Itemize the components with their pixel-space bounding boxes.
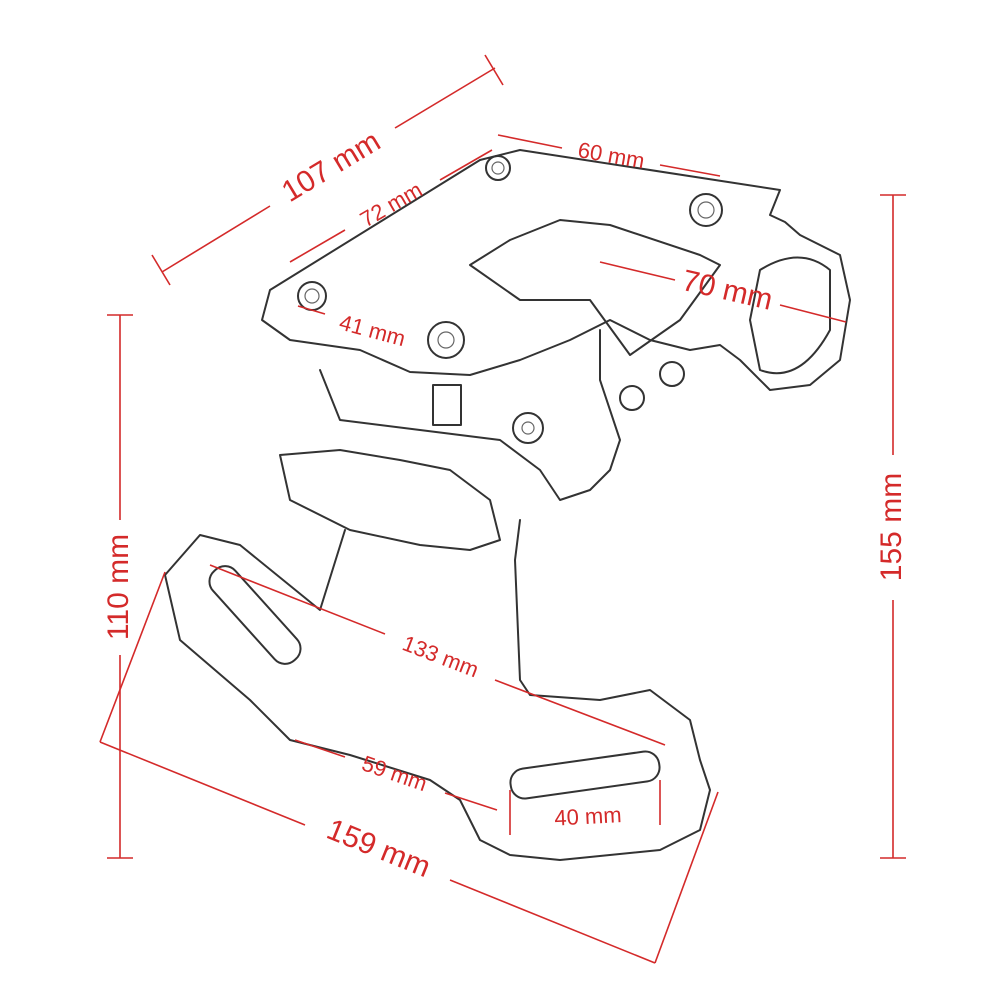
dimension-label-41: 41 mm xyxy=(337,310,408,352)
dimension-label-110: 110 mm xyxy=(102,534,135,640)
dimension-label-155: 155 mm xyxy=(875,473,908,581)
dimension-label-70: 70 mm xyxy=(679,264,776,317)
bracket-sketch xyxy=(164,149,851,861)
dimension-label-107: 107 mm xyxy=(276,125,386,209)
dimension-lines xyxy=(99,54,906,964)
dimension-label-72: 72 mm xyxy=(356,177,427,232)
dimension-label-60: 60 mm xyxy=(576,137,647,173)
nut-icons xyxy=(297,155,723,444)
dimension-label-159: 159 mm xyxy=(322,813,435,884)
dimension-labels: 107 mm 72 mm 60 mm 70 mm 41 mm 155 mm 11… xyxy=(102,125,908,885)
dimension-label-133: 133 mm xyxy=(399,631,482,683)
dimension-label-40: 40 mm xyxy=(554,802,622,830)
dimension-label-59: 59 mm xyxy=(359,751,431,797)
